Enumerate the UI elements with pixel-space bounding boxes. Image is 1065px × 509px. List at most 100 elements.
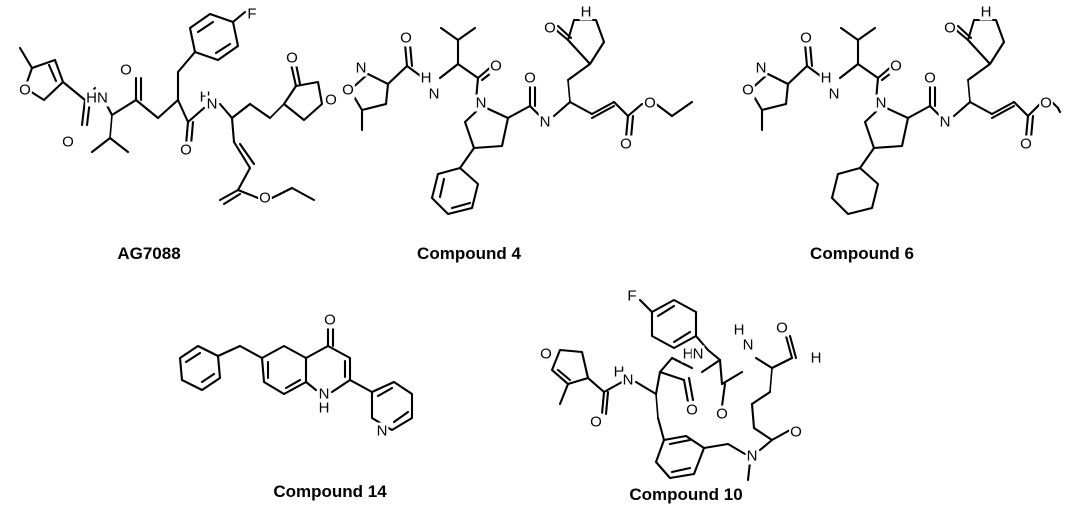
atom-label: H [421,70,432,87]
atom-label: N [756,60,767,77]
atom-label-background [323,311,337,329]
atom-label: O [1020,136,1032,153]
atom-label-background [1019,135,1033,153]
atom-label-background [827,85,841,103]
atom-label: O [400,30,412,47]
atom-label: H [734,322,745,339]
atom-label: O [686,402,698,419]
atom-label: O [590,414,602,431]
atom-label-background [799,29,813,47]
atom-label: H [581,4,592,21]
atom-label: N [876,95,887,112]
atom-label: HN [86,90,108,107]
atom-label: O [120,62,132,79]
atom-label: N [540,114,551,131]
atom-label: O [62,134,74,151]
atom-label-background [889,57,903,75]
atom-label: H [200,89,211,106]
atom-label-background [246,5,258,23]
atom-label: O [800,30,812,47]
atom-label-background [539,345,553,363]
compound-6-atom-labels: N O O H N O O N O H N O O [741,3,1053,153]
caption-compound-4: Compound 4 [417,244,521,263]
atom-label: N [476,95,487,112]
atom-label-background [715,405,729,423]
atom-label: O [490,58,502,75]
caption-compound-6: Compound 6 [810,244,914,263]
atom-label-background [741,81,755,99]
atom-label-background [685,401,699,419]
atom-label: O [524,70,536,87]
atom-label: F [247,6,256,23]
atom-label-background [809,349,823,367]
atom-label-background [938,113,952,131]
atom-label: N [747,448,758,465]
atom-label-background [399,29,413,47]
atom-label-background [979,3,993,21]
atom-label-background [419,69,433,87]
atom-label: N [623,372,634,389]
atom-label: O [944,20,956,37]
atom-label-background [354,59,368,77]
atom-label-background [285,49,299,67]
atom-label: O [790,424,802,441]
atom-label: H [981,4,992,21]
atom-label: H [821,70,832,87]
atom-label: H [319,400,330,417]
atom-label-background [427,85,441,103]
atom-label: O [286,50,298,67]
atom-label-background [789,423,803,441]
atom-label: H [811,350,822,367]
atom-label-background [741,336,755,354]
atom-label: O [924,70,936,87]
atom-label-background [691,345,705,363]
atom-label: O [890,58,902,75]
atom-label: O [644,95,656,112]
atom-label-background [775,319,789,337]
ag7088-atom-labels: O HN O F H N O O O O O [18,5,338,207]
ag7088-structure [18,10,324,206]
atom-label: N [829,86,840,103]
atom-label-background [523,69,537,87]
atom-label: O [1040,95,1052,112]
compound-4-structure [348,18,694,216]
atom-label-background [205,95,219,113]
atom-label-background [258,189,272,207]
atom-label: N [429,86,440,103]
atom-label-background [375,422,389,440]
atom-label: N [377,423,388,440]
atom-label: N [693,346,704,363]
atom-label: O [180,142,192,159]
atom-label: O [620,136,632,153]
atom-label-background [589,413,603,431]
atom-label: N [940,114,951,131]
caption-compound-14: Compound 14 [273,482,387,501]
compound-10-structure [550,298,798,482]
atom-label-background [579,3,593,21]
atom-label-background [317,385,331,403]
atom-label: O [259,190,271,207]
atom-label: O [776,320,788,337]
atom-label-background [61,133,75,151]
atom-label: N [207,96,218,113]
atom-label: N [356,60,367,77]
atom-label: O [544,20,556,37]
atom-label-background [489,57,503,75]
compound-10-atom-labels: F O H N O H N O H O H N O O N [539,287,823,465]
atom-label-background [119,61,133,79]
atom-label-background [543,19,557,37]
atom-label-background [621,371,635,389]
compound-14-atom-labels: O N H N [317,311,389,440]
atom-label: F [627,288,636,305]
atom-label-background [732,321,746,339]
atom-label: O [324,312,336,329]
atom-label: O [19,82,31,99]
atom-label-background [324,91,338,109]
atom-label-background [619,135,633,153]
atom-label-background [943,19,957,37]
atom-label-background [754,59,768,77]
atom-label-background [681,345,695,363]
atom-label: H [614,364,625,381]
atom-label-background [1039,94,1053,112]
